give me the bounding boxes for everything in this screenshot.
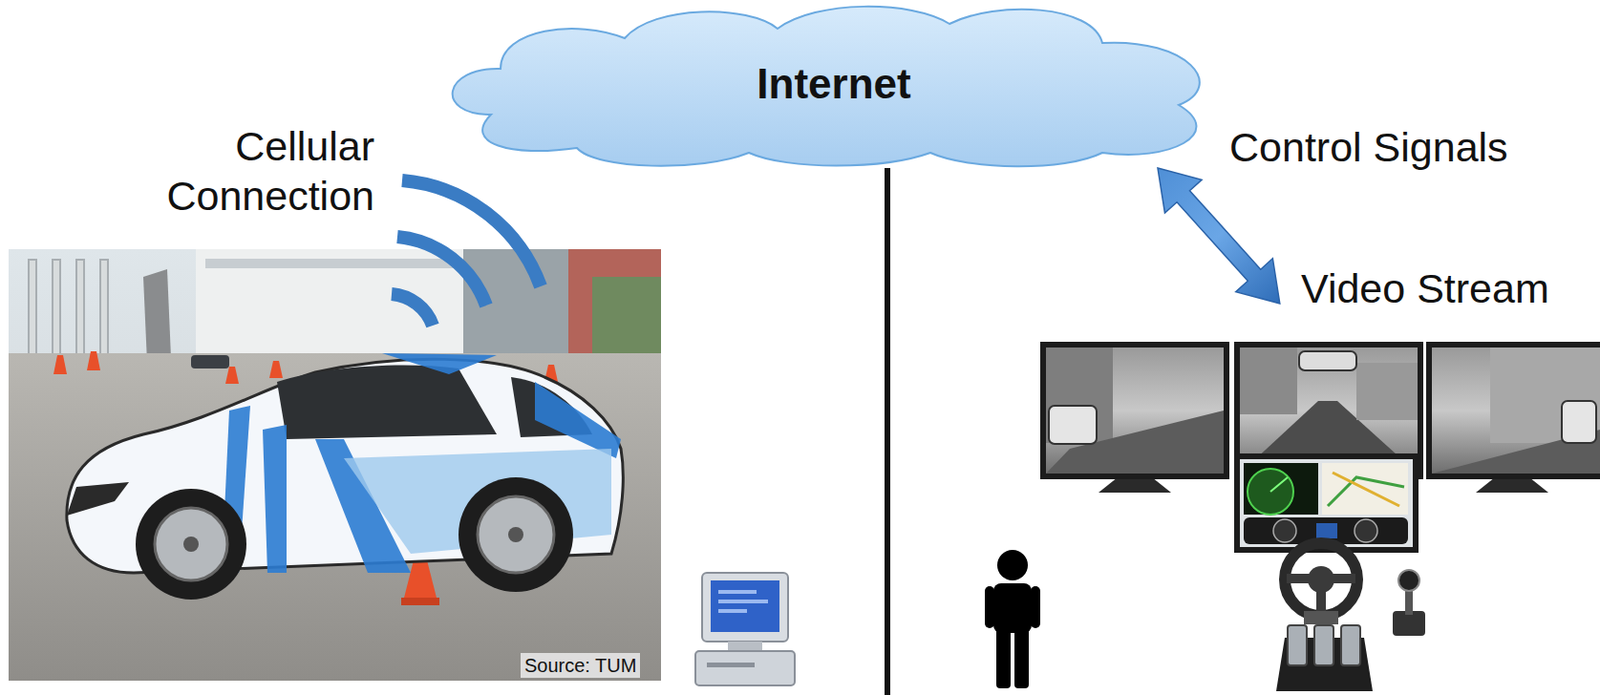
connection-label: Cellular Connection bbox=[145, 121, 375, 221]
computer-icon bbox=[695, 573, 795, 686]
signal-label: Control Signals bbox=[1229, 124, 1509, 171]
teleop-station bbox=[1040, 341, 1600, 692]
cloud-node: Internet bbox=[433, 0, 1235, 169]
person-icon bbox=[984, 550, 1041, 689]
node-title: Internet bbox=[756, 60, 911, 108]
car-photo bbox=[8, 249, 662, 682]
double-arrow bbox=[1139, 151, 1299, 321]
divider-line bbox=[884, 168, 891, 695]
signal-arcs bbox=[391, 180, 541, 326]
stream-label: Video Stream bbox=[1301, 265, 1550, 312]
source-credit: Source: TUM bbox=[520, 653, 640, 679]
cloud-outline bbox=[452, 6, 1200, 167]
